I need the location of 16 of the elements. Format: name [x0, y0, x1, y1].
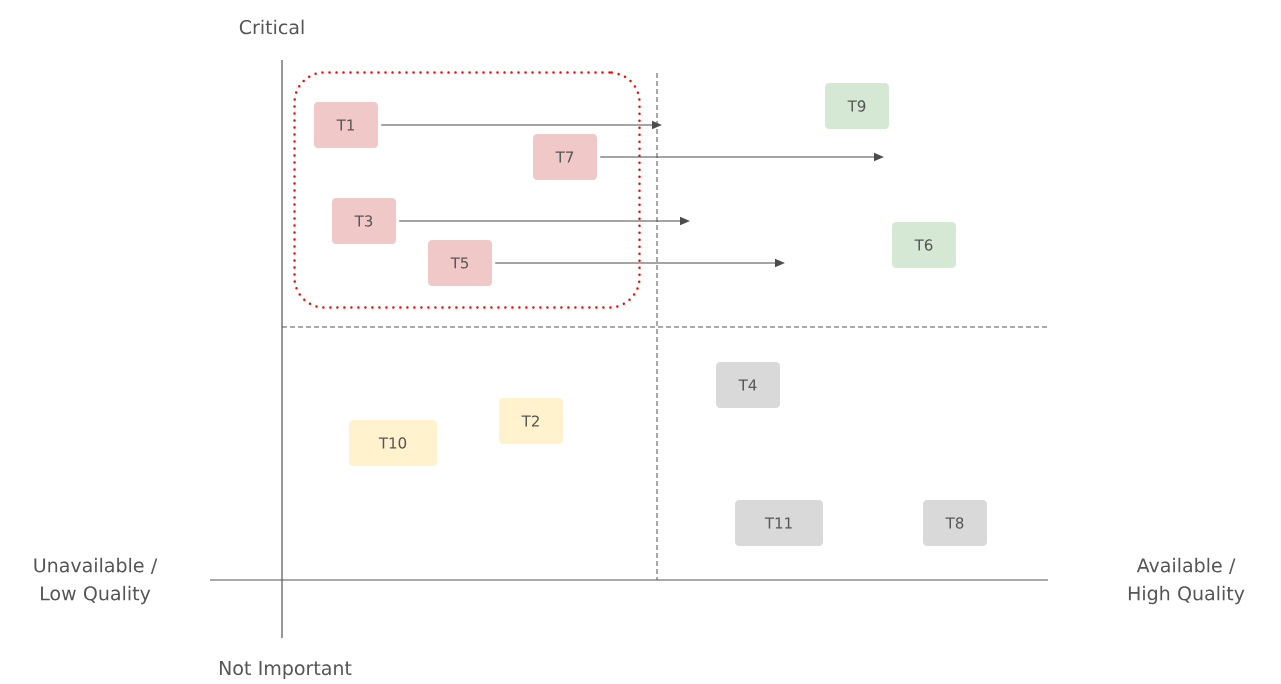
task-box: T4	[716, 362, 780, 408]
axis-label: Critical	[239, 19, 304, 35]
task-box: T2	[499, 398, 563, 444]
task-box: T5	[428, 240, 492, 286]
task-box: T11	[735, 500, 823, 546]
task-box: T3	[332, 198, 396, 244]
axis-label: Available / High Quality	[1128, 557, 1245, 605]
task-box: T7	[533, 134, 597, 180]
task-box: T1	[314, 102, 378, 148]
axis-label: Unavailable / Low Quality	[34, 557, 158, 605]
task-box: T9	[825, 83, 889, 129]
axis-label: Not Important	[219, 661, 352, 679]
task-box: T6	[892, 222, 956, 268]
task-box: T10	[349, 420, 437, 466]
group-outline	[293, 71, 641, 309]
task-box: T8	[923, 500, 987, 546]
